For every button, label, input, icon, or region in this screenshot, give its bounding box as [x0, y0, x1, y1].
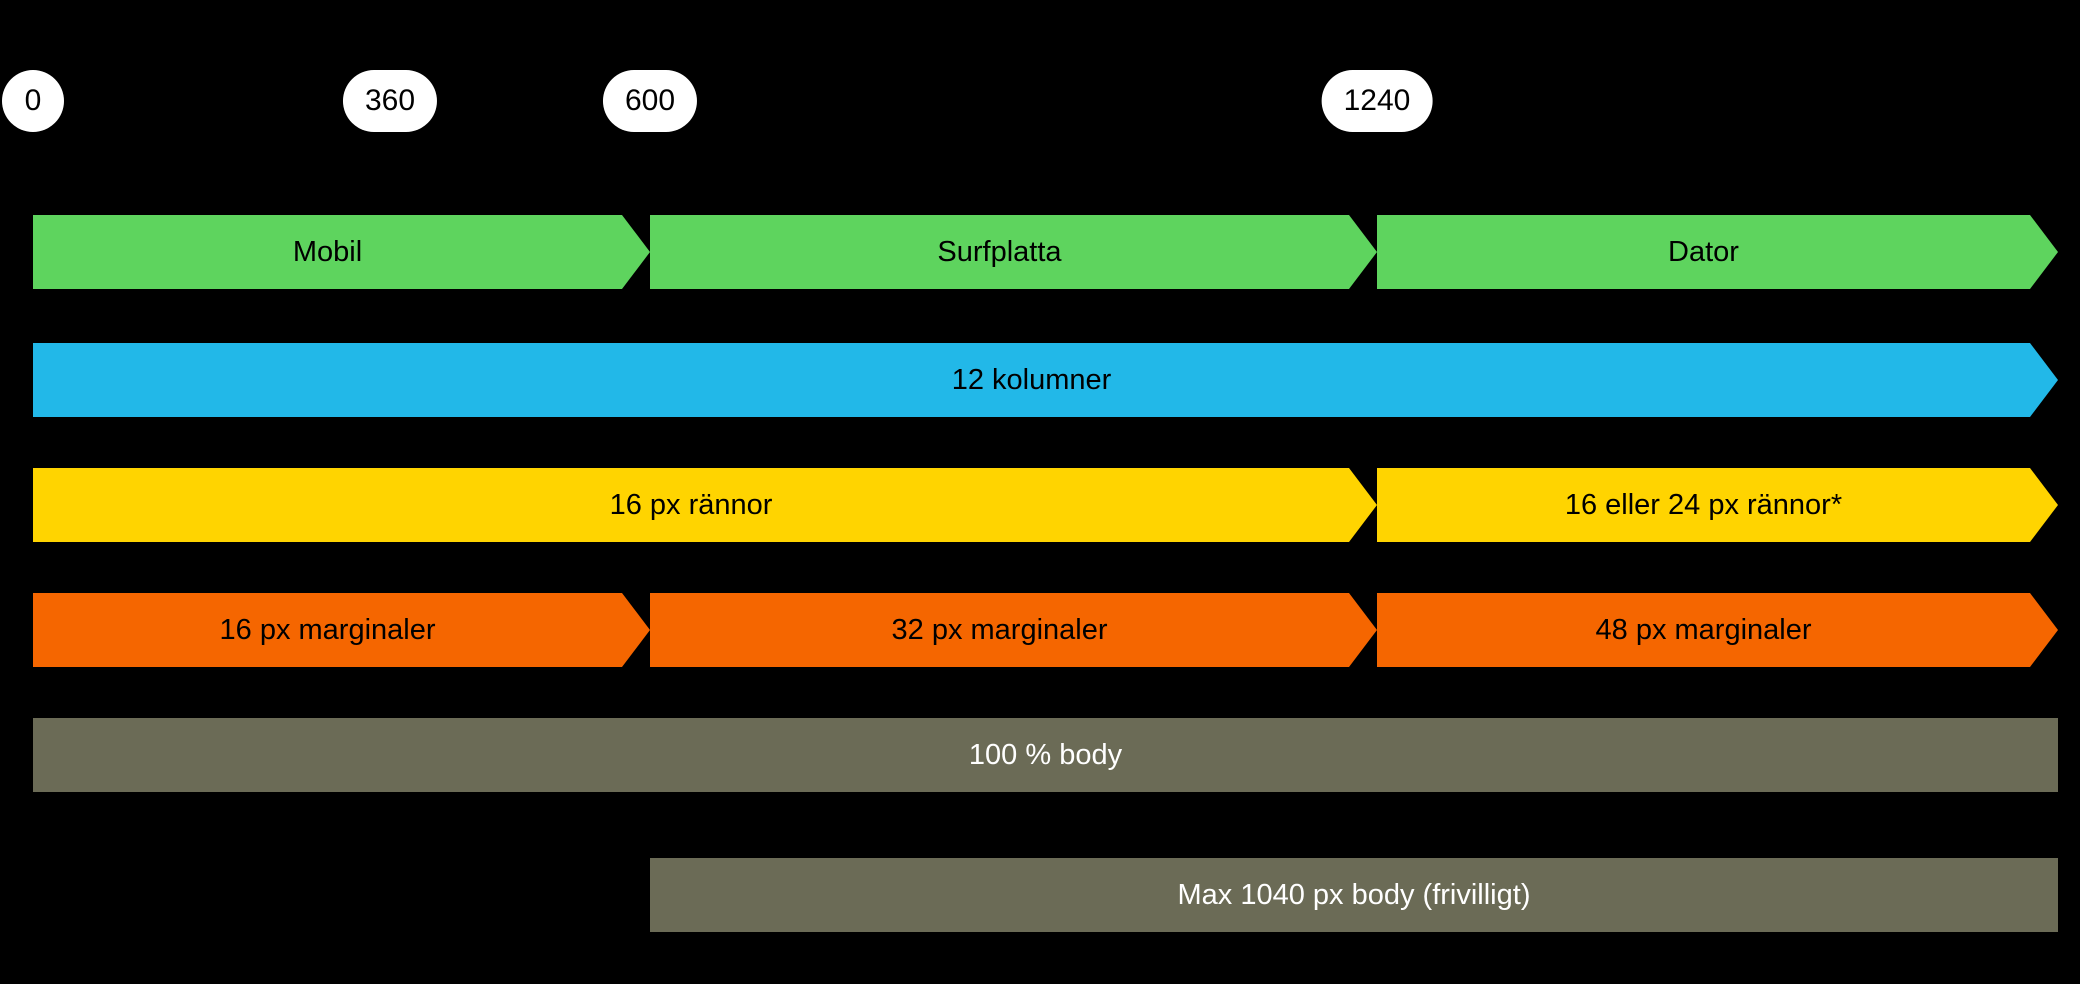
- bar-segment-label: Mobil: [292, 235, 363, 268]
- bar-segment-label: 16 px rännor: [609, 488, 773, 521]
- bar-segment-gutters-0: 16 px rännor: [33, 468, 1377, 542]
- breakpoint-scale: 0 360 600 1240: [0, 0, 2080, 200]
- breakpoint-pill-600: 600: [602, 70, 698, 132]
- bar-segment-label: 16 px marginaler: [219, 613, 436, 646]
- bar-row-margins: 16 px marginaler 32 px marginaler 48 px ma…: [0, 593, 2080, 667]
- bar-segment-margins-1: 32 px marginaler: [650, 593, 1377, 667]
- breakpoint-pill-1240: 1240: [1321, 70, 1433, 132]
- breakpoint-pill-0: 0: [2, 70, 64, 132]
- bar-segment-margins-2: 48 px marginaler: [1377, 593, 2058, 667]
- bar-segment-gutters-1: 16 eller 24 px rännor*: [1377, 468, 2058, 542]
- bar-row-body-max: Max 1040 px body (frivilligt): [0, 858, 2080, 932]
- bar-segment-body-full-0: 100 % body: [33, 718, 2058, 792]
- bar-row-body-full: 100 % body: [0, 718, 2080, 792]
- bar-row-columns: 12 kolumner: [0, 343, 2080, 417]
- breakpoint-pill-360: 360: [342, 70, 438, 132]
- bar-segment-label: Max 1040 px body (frivilligt): [1177, 878, 1531, 911]
- bar-row-gutters: 16 px rännor 16 eller 24 px rännor*: [0, 468, 2080, 542]
- bar-segment-label: 16 eller 24 px rännor*: [1564, 488, 1843, 521]
- bar-segment-label: 100 % body: [968, 738, 1123, 771]
- bar-segment-devices-2: Dator: [1377, 215, 2058, 289]
- bar-segment-label: Surfplatta: [937, 235, 1062, 268]
- bar-segment-body-max-0: Max 1040 px body (frivilligt): [650, 858, 2058, 932]
- bar-segment-devices-0: Mobil: [33, 215, 650, 289]
- bar-segment-label: 12 kolumner: [951, 363, 1112, 396]
- bar-segment-label: 48 px marginaler: [1595, 613, 1812, 646]
- bar-segment-devices-1: Surfplatta: [650, 215, 1377, 289]
- bar-segment-columns-0: 12 kolumner: [33, 343, 2058, 417]
- bar-row-devices: Mobil Surfplatta Dator: [0, 215, 2080, 289]
- bar-segment-label: Dator: [1668, 235, 1739, 268]
- bar-segment-margins-0: 16 px marginaler: [33, 593, 650, 667]
- bar-segment-label: 32 px marginaler: [891, 613, 1108, 646]
